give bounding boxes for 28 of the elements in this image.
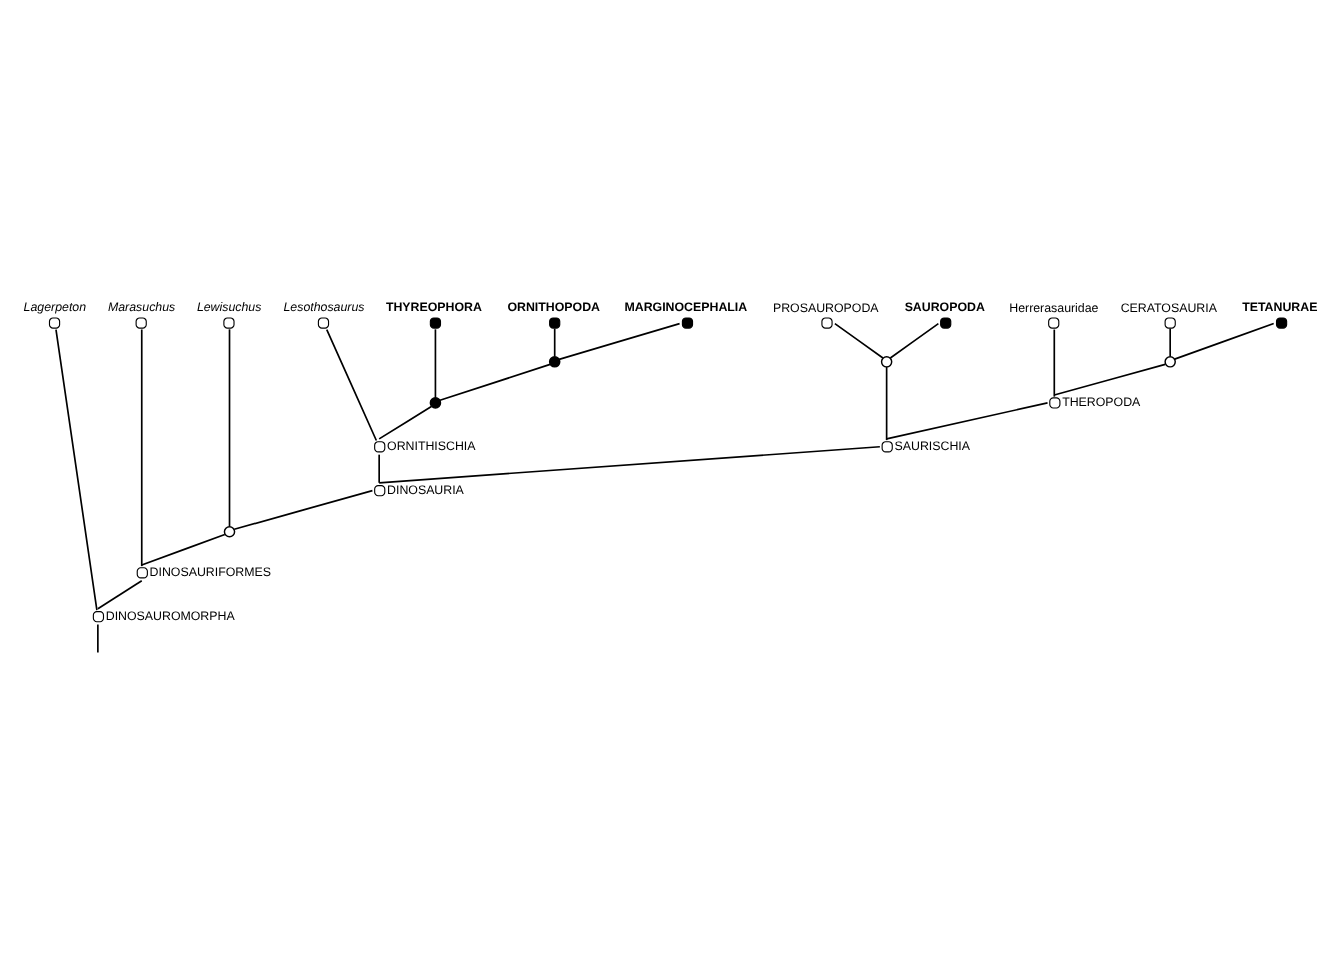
connector (97, 579, 143, 610)
connector (1169, 327, 1172, 358)
connector (140, 328, 143, 567)
connector (889, 322, 940, 359)
connector (553, 327, 556, 358)
connector (233, 489, 374, 531)
node-circle (880, 356, 893, 368)
connector (834, 322, 884, 359)
connector (228, 328, 231, 528)
connector (1173, 322, 1275, 360)
connector (325, 328, 378, 442)
connector (97, 623, 99, 654)
connector (558, 322, 681, 361)
connector (434, 328, 437, 399)
node-circle (429, 397, 442, 409)
connector (378, 405, 433, 440)
connector (885, 402, 1049, 440)
node-circle (1164, 356, 1176, 368)
connector (378, 445, 881, 484)
connector (378, 453, 380, 484)
connector (885, 366, 888, 441)
connector (140, 533, 226, 566)
connector (1053, 328, 1056, 398)
connector (1053, 363, 1167, 396)
node-circle (223, 525, 236, 538)
connector (439, 363, 551, 402)
connector (55, 328, 98, 611)
node-circle (548, 356, 561, 368)
